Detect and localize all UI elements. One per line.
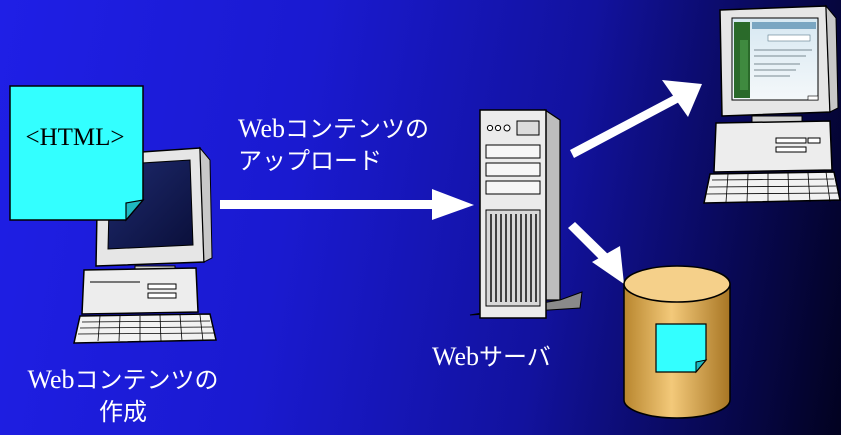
client-computer [703,4,841,204]
upload-label: Webコンテンツの アップロード [238,113,429,177]
author-desktop-case [81,267,199,315]
html-document-tag: <HTML> [25,124,125,151]
web-server-tower [469,108,583,319]
creation-label-jp: コンテンツの [74,366,219,394]
creation-label: Webコンテンツの 作成 [12,364,234,428]
client-desktop-case [713,120,833,173]
author-keyboard [73,313,217,344]
html-document [9,85,145,222]
web-server-label-latin: Web [432,342,479,371]
upload-label-latin: Web [238,114,285,143]
web-server-label-jp: サーバ [479,343,551,371]
upload-arrow [220,189,474,220]
publish-arrow [570,80,702,158]
store-arrow [568,222,624,284]
client-keyboard [703,171,841,204]
creation-label-line2: 作成 [99,398,147,426]
database-cylinder [623,265,731,419]
stored-document [655,323,708,374]
creation-label-latin: Web [27,365,75,394]
upload-label-line2: アップロード [238,147,382,175]
upload-label-jp: コンテンツの [285,115,429,143]
web-server-label: Webサーバ [432,341,551,373]
